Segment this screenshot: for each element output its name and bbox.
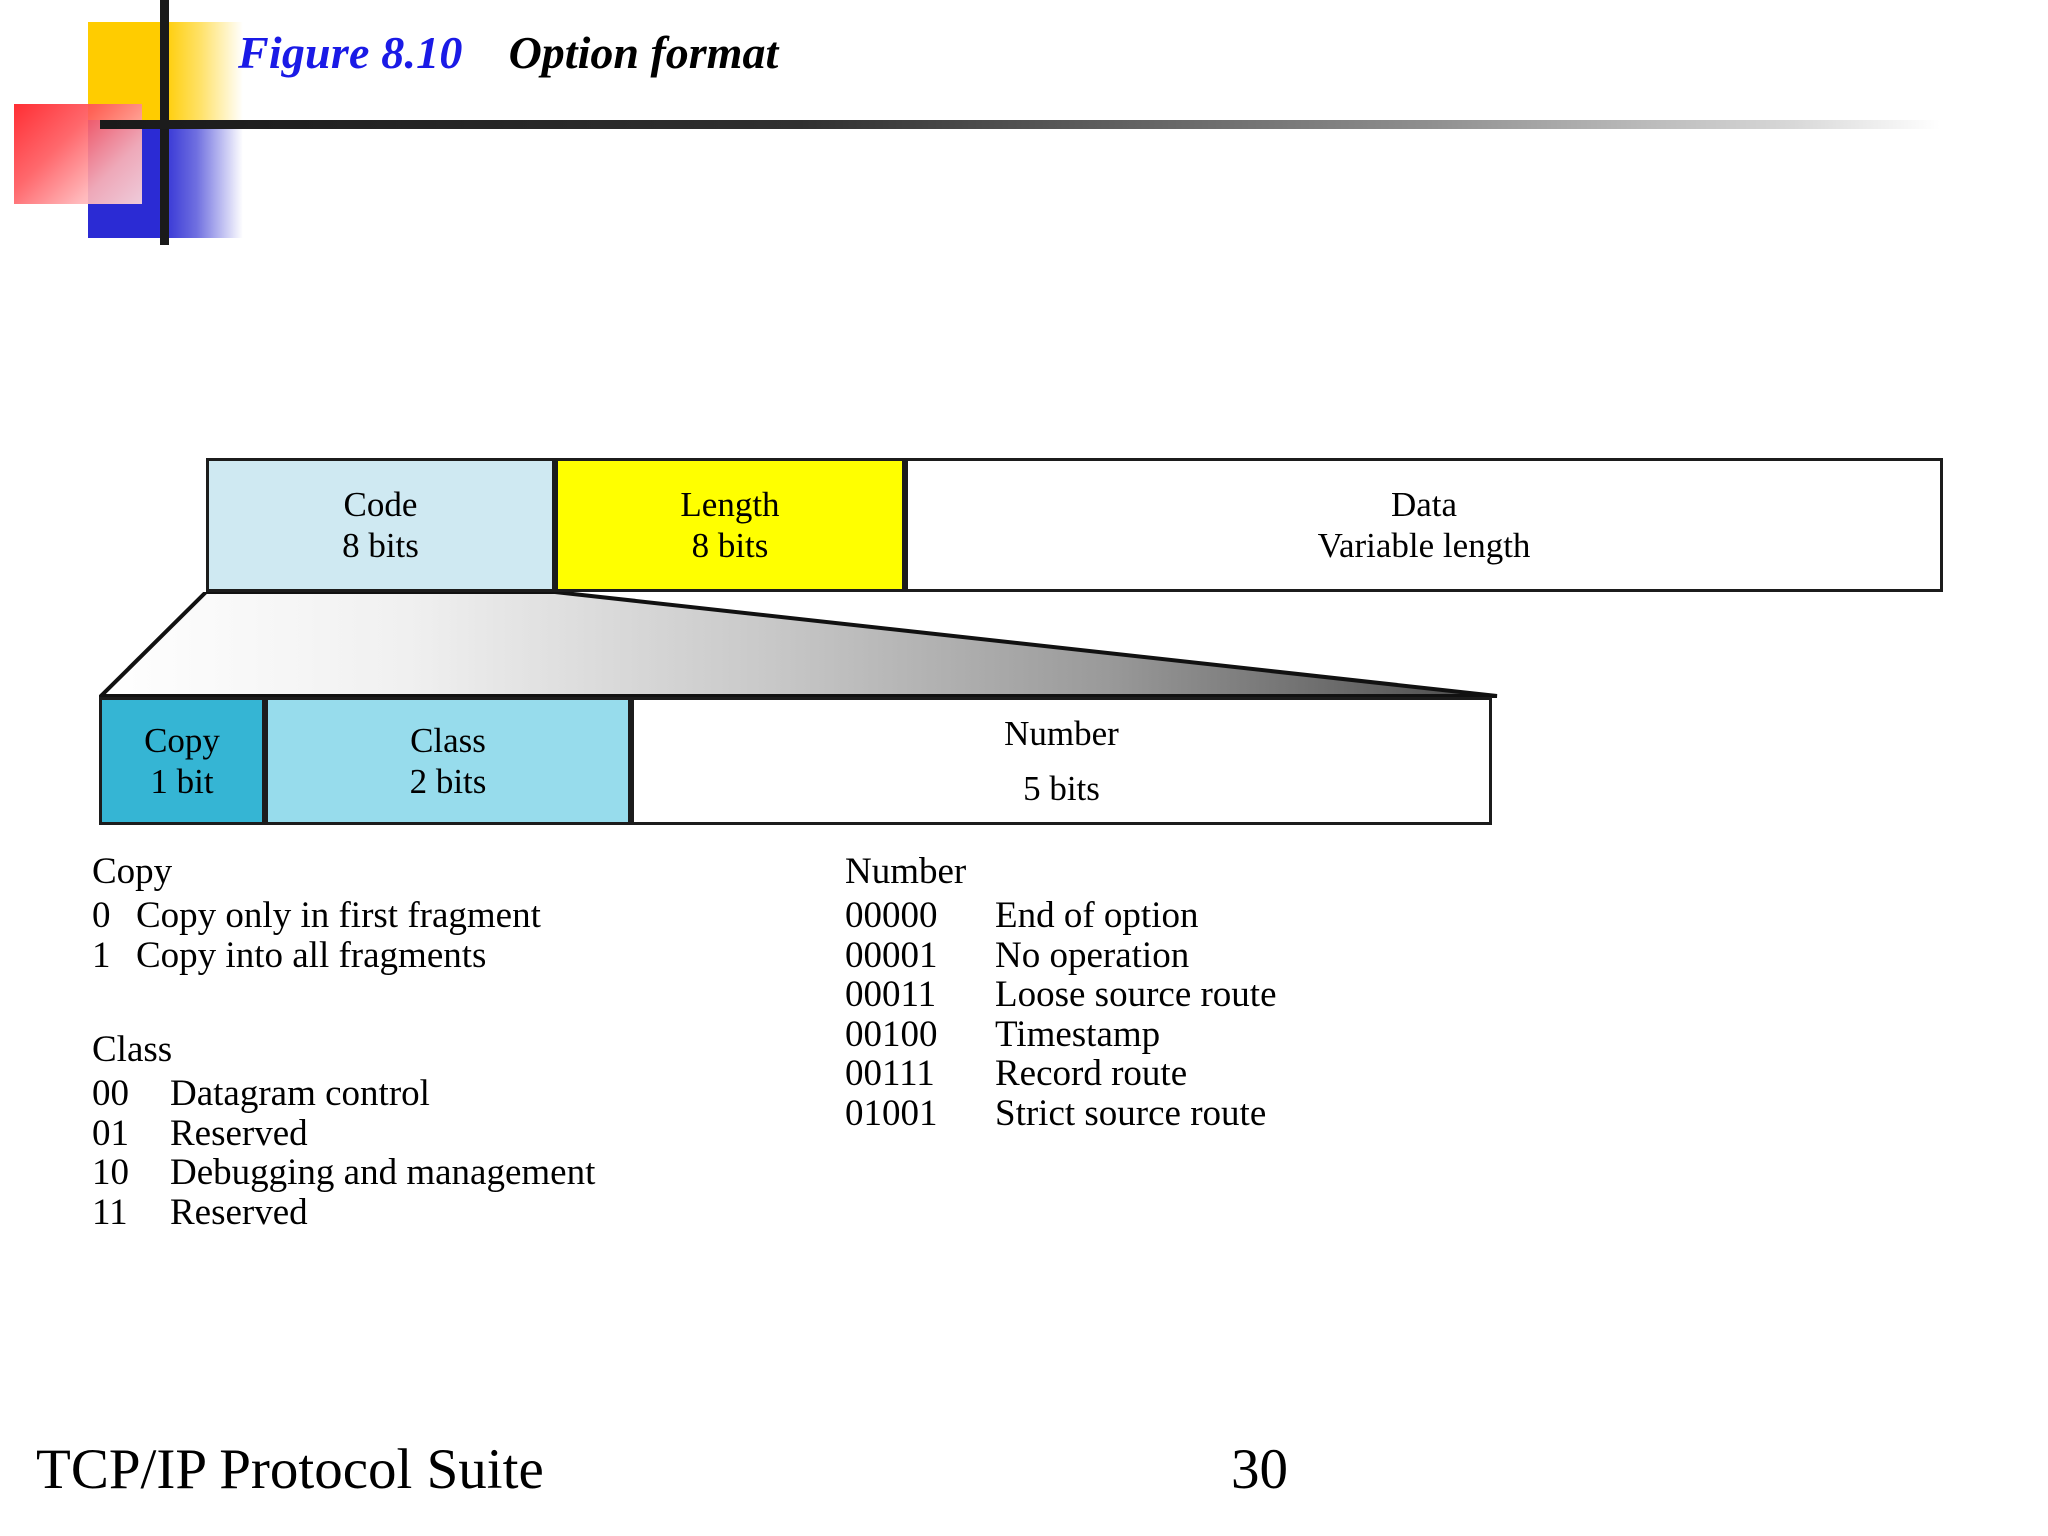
legend-number-code-1: 00001 bbox=[845, 934, 938, 976]
legend-number-row-5: 01001 Strict source route bbox=[845, 1094, 1277, 1134]
field-copy-size: 1 bit bbox=[150, 762, 214, 801]
legend-number-row-3: 00100 Timestamp bbox=[845, 1015, 1277, 1055]
legend-number-code-5: 01001 bbox=[845, 1092, 938, 1134]
legend-number-code-2: 00011 bbox=[845, 974, 937, 1016]
field-copy: Copy 1 bit bbox=[99, 697, 265, 825]
field-data: Data Variable length bbox=[905, 458, 1943, 592]
legend-class-heading: Class bbox=[92, 1029, 173, 1070]
field-data-size: Variable length bbox=[1317, 526, 1531, 565]
field-number: Number 5 bits bbox=[631, 697, 1492, 825]
legend-number: Number 00000 End of option 00001 No oper… bbox=[845, 850, 1277, 1133]
legend-copy-row-1: 1 Copy into all fragments bbox=[92, 934, 541, 976]
legend-number-row-0: 00000 End of option bbox=[845, 896, 1277, 936]
legend-number-desc-5: Strict source route bbox=[995, 1092, 1267, 1134]
legend-copy-row-0: 0 Copy only in first fragment bbox=[92, 896, 541, 936]
field-number-size: 5 bits bbox=[1023, 768, 1100, 808]
legend-number-desc-0: End of option bbox=[995, 895, 1199, 936]
legend-class-code-1: 01 bbox=[92, 1112, 129, 1154]
figure-label: Figure 8.10 bbox=[238, 27, 463, 78]
page-title: Figure 8.10 Option format bbox=[238, 26, 778, 79]
legend-class-row-2: 10 Debugging and management bbox=[92, 1153, 595, 1193]
field-data-name: Data bbox=[1390, 484, 1458, 524]
footer-title: TCP/IP Protocol Suite bbox=[36, 1438, 544, 1501]
legend-number-row-1: 00001 No operation bbox=[845, 934, 1277, 976]
figure-name: Option format bbox=[508, 27, 779, 78]
field-length: Length 8 bits bbox=[555, 458, 905, 592]
legend-class-desc-1: Reserved bbox=[170, 1112, 308, 1154]
legend-copy: Copy 0 Copy only in first fragment 1 Cop… bbox=[92, 850, 541, 975]
expansion-connector bbox=[99, 592, 1498, 698]
field-code: Code 8 bits bbox=[206, 458, 555, 592]
legend-number-row-2: 00011 Loose source route bbox=[845, 975, 1277, 1015]
legend-class-code-3: 11 bbox=[92, 1191, 128, 1233]
legend-class-code-2: 10 bbox=[92, 1152, 129, 1194]
field-length-name: Length bbox=[680, 484, 780, 524]
field-code-size: 8 bits bbox=[342, 526, 419, 565]
legend-class-code-0: 00 bbox=[92, 1073, 129, 1114]
footer-page-number: 30 bbox=[1231, 1438, 1288, 1501]
field-number-name: Number bbox=[1004, 714, 1119, 754]
field-class-size: 2 bits bbox=[409, 762, 487, 801]
legend-class: Class 00 Datagram control 01 Reserved 10… bbox=[92, 1028, 595, 1232]
legend-number-code-0: 00000 bbox=[845, 895, 938, 936]
decoration-red-square bbox=[14, 104, 142, 204]
legend-number-desc-3: Timestamp bbox=[995, 1013, 1161, 1055]
legend-class-row-0: 00 Datagram control bbox=[92, 1074, 595, 1114]
field-class-name: Class bbox=[410, 720, 486, 760]
decoration-horizontal-rule bbox=[100, 120, 1940, 129]
legend-number-desc-2: Loose source route bbox=[995, 974, 1277, 1016]
legend-copy-heading: Copy bbox=[92, 851, 173, 892]
field-copy-name: Copy bbox=[144, 720, 220, 760]
legend-copy-desc-0: Copy only in first fragment bbox=[136, 895, 541, 936]
legend-copy-code-0: 0 bbox=[92, 895, 111, 936]
legend-number-code-3: 00100 bbox=[845, 1013, 938, 1055]
legend-number-desc-4: Record route bbox=[995, 1053, 1188, 1095]
legend-copy-code-1: 1 bbox=[92, 934, 111, 976]
legend-number-code-4: 00111 bbox=[845, 1053, 935, 1095]
legend-class-desc-0: Datagram control bbox=[170, 1073, 430, 1114]
legend-class-desc-3: Reserved bbox=[170, 1191, 308, 1233]
legend-copy-desc-1: Copy into all fragments bbox=[136, 934, 487, 976]
legend-class-row-3: 11 Reserved bbox=[92, 1193, 595, 1233]
field-length-size: 8 bits bbox=[691, 526, 769, 565]
legend-number-heading: Number bbox=[845, 851, 967, 892]
legend-number-row-4: 00111 Record route bbox=[845, 1054, 1277, 1094]
field-class: Class 2 bits bbox=[265, 697, 631, 825]
legend-number-desc-1: No operation bbox=[995, 934, 1190, 976]
legend-class-row-1: 01 Reserved bbox=[92, 1112, 595, 1154]
legend-class-desc-2: Debugging and management bbox=[170, 1152, 596, 1194]
field-code-name: Code bbox=[343, 484, 418, 524]
